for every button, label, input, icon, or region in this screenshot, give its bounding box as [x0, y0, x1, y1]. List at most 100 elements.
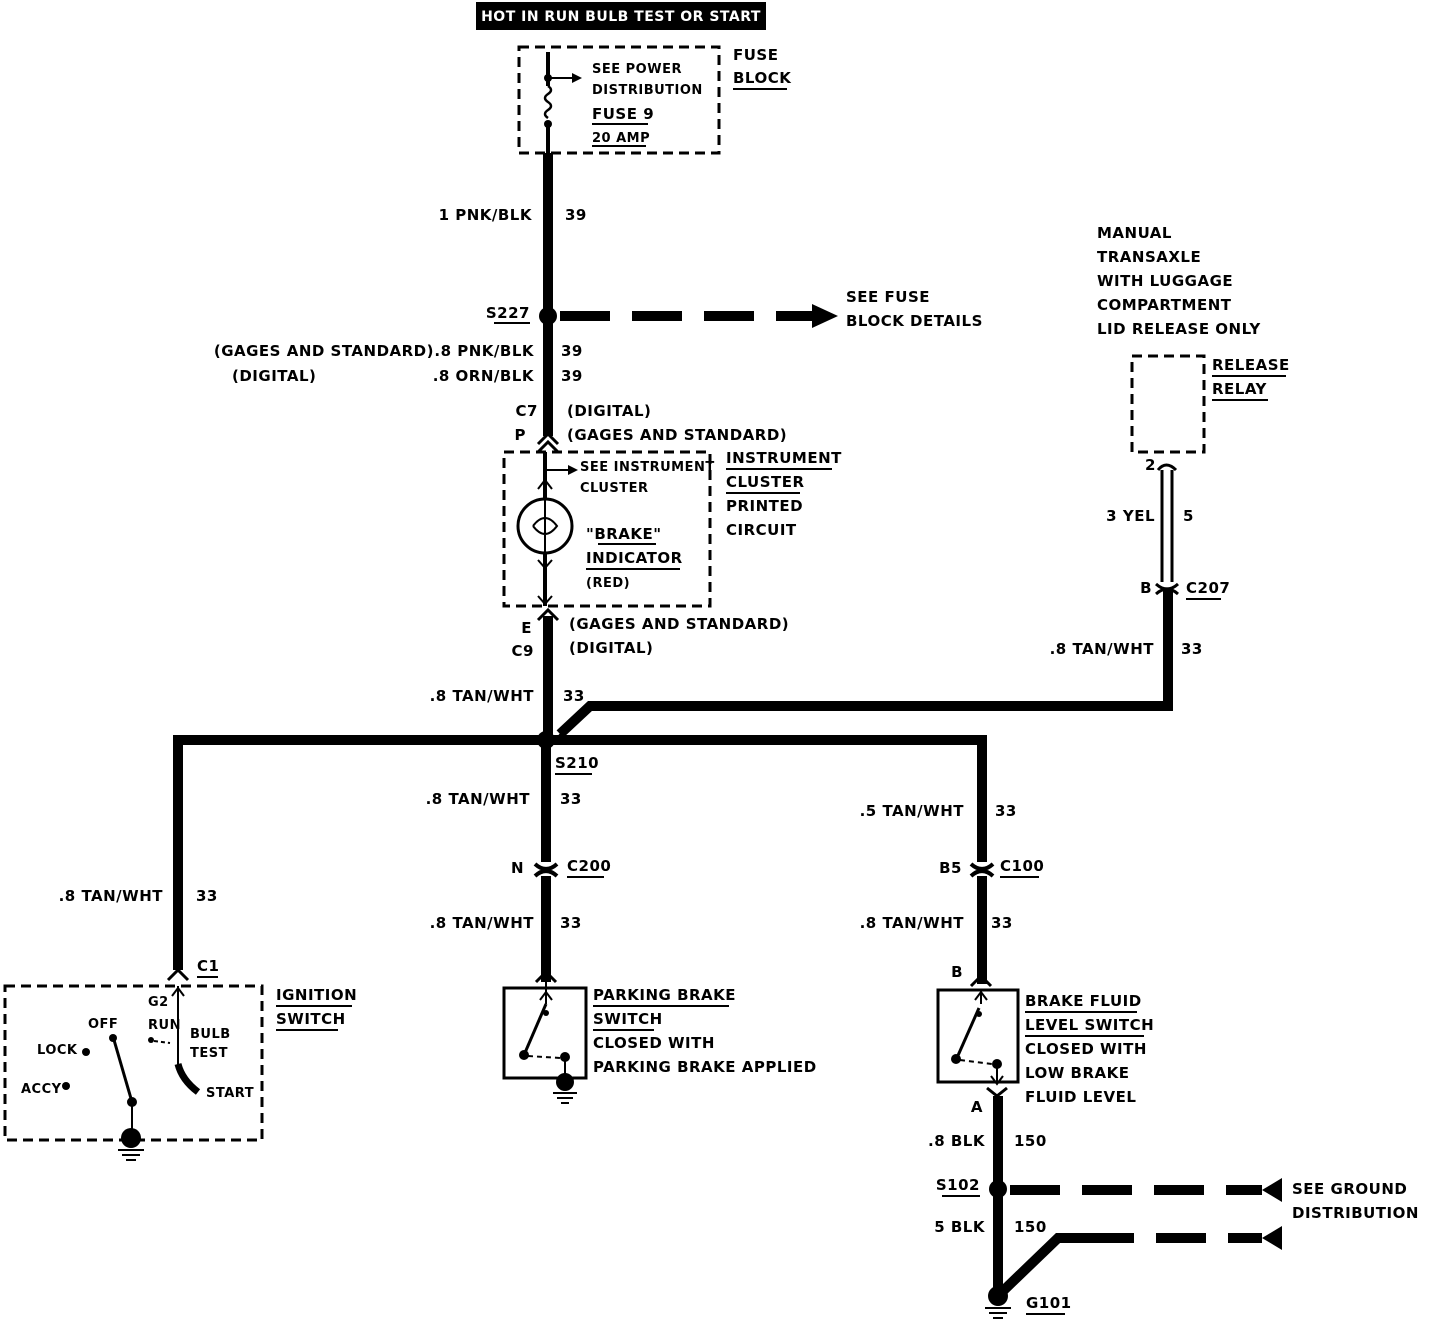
release-relay: MANUAL TRANSAXLE WITH LUGGAGE COMPARTMEN…	[1050, 224, 1290, 658]
wire-w5-circuit: 33	[196, 887, 218, 905]
ign-pos-start: START	[206, 1086, 254, 1101]
connector-c7: C7	[516, 402, 538, 420]
instrument-cluster: SEE INSTRUMENT CLUSTER "BRAKE" INDICATOR…	[502, 449, 842, 608]
switch-contact-icon	[522, 1003, 548, 1056]
fuse-block-name-1: FUSE	[733, 46, 778, 64]
parking-brake-switch: PARKING BRAKE SWITCH CLOSED WITH PARKING…	[502, 969, 817, 1104]
wire-w6-circuit: 33	[560, 790, 582, 808]
fuse-icon	[543, 84, 553, 120]
fuse-block: SEE POWER DISTRIBUTION FUSE 9 20 AMP FUS…	[517, 45, 792, 155]
header-banner: HOT IN RUN BULB TEST OR START	[476, 2, 766, 30]
connector-c200: C200	[567, 857, 611, 875]
connector-c200-pin: N	[511, 859, 524, 877]
parking-name-2: SWITCH	[593, 1010, 663, 1028]
ign-pos-run: RUN	[148, 1018, 181, 1033]
cluster-name-3: PRINTED	[726, 497, 803, 515]
cluster-ref-line2: CLUSTER	[580, 481, 649, 496]
splice-s210-label: S210	[555, 754, 599, 772]
wire-w1-circuit: 39	[565, 206, 587, 224]
connector-p-note: (GAGES AND STANDARD)	[567, 426, 787, 444]
relay-note-5: LID RELEASE ONLY	[1097, 320, 1261, 338]
wire-brake-fluid-branch	[546, 735, 987, 862]
ign-pos-accy: ACCY	[21, 1082, 62, 1097]
connector-c9: C9	[512, 642, 534, 660]
ground-dist-line1: SEE GROUND	[1292, 1180, 1407, 1198]
relay-note-1: MANUAL	[1097, 224, 1172, 242]
wire-w13-circuit: 150	[1014, 1218, 1047, 1236]
fluid-desc-1: CLOSED WITH	[1025, 1040, 1147, 1058]
connector-fluid-a: A	[971, 1098, 983, 1116]
wire-w2-variant: (GAGES AND STANDARD)	[214, 342, 434, 360]
ignition-name-1: IGNITION	[276, 986, 357, 1004]
ign-pos-test: TEST	[190, 1046, 228, 1061]
wire-ignition-branch	[173, 735, 546, 970]
connector-c7-icon	[536, 431, 560, 446]
connector-c100-pin: B5	[939, 859, 962, 877]
header-title: HOT IN RUN BULB TEST OR START	[481, 9, 761, 25]
ground-g101-label: G101	[1026, 1294, 1072, 1312]
fluid-name-1: BRAKE FLUID	[1025, 992, 1142, 1010]
indicator-line1: "BRAKE"	[586, 525, 662, 543]
wire-relay-branch	[556, 590, 1173, 738]
connector-c9-note: (DIGITAL)	[569, 639, 653, 657]
connector-e-note: (GAGES AND STANDARD)	[569, 615, 789, 633]
fluid-desc-2: LOW BRAKE	[1025, 1064, 1130, 1082]
connector-c1-pin: G2	[148, 995, 169, 1010]
arrow-left-icon	[1262, 1178, 1282, 1202]
ign-pos-off: OFF	[88, 1017, 118, 1032]
relay-note-3: WITH LUGGAGE	[1097, 272, 1233, 290]
connector-c7-note: (DIGITAL)	[567, 402, 651, 420]
switch-contact-icon	[954, 1007, 981, 1061]
arrow-right-icon	[812, 304, 838, 328]
wire-w4-circuit: 33	[563, 687, 585, 705]
fuse-label: FUSE 9	[592, 105, 654, 123]
fuse-ref-line2: DISTRIBUTION	[592, 83, 703, 98]
connector-c1: C1	[197, 957, 219, 975]
wire-w8-label: .5 TAN/WHT	[860, 802, 965, 820]
wire-w3-variant: (DIGITAL)	[232, 367, 316, 385]
wire-w9-label: .8 TAN/WHT	[860, 914, 965, 932]
relay-name-1: RELEASE	[1212, 356, 1290, 374]
wire-w12-circuit: 150	[1014, 1132, 1047, 1150]
ground-icon	[556, 1073, 574, 1091]
cluster-ref-line1: SEE INSTRUMENT	[580, 460, 715, 475]
indicator-color: (RED)	[586, 576, 630, 591]
splice-s102-label: S102	[936, 1176, 980, 1194]
wire-w2-label: .8 PNK/BLK	[434, 342, 534, 360]
indicator-line2: INDICATOR	[586, 549, 683, 567]
fluid-desc-3: FLUID LEVEL	[1025, 1088, 1136, 1106]
wire-w2-circuit: 39	[561, 342, 583, 360]
relay-pin: 2	[1145, 456, 1156, 474]
parking-desc-1: CLOSED WITH	[593, 1034, 715, 1052]
connector-p: P	[515, 426, 527, 444]
parking-desc-2: PARKING BRAKE APPLIED	[593, 1058, 817, 1076]
ign-pos-lock: LOCK	[37, 1043, 78, 1058]
ground-dist-line2: DISTRIBUTION	[1292, 1204, 1419, 1222]
arrow-icon	[572, 73, 582, 83]
wire-w3-label: .8 ORN/BLK	[433, 367, 535, 385]
splice-s102	[989, 1180, 1007, 1198]
ignition-name-2: SWITCH	[276, 1010, 346, 1028]
fuse-details-line1: SEE FUSE	[846, 288, 930, 306]
connector-c200-icon	[533, 862, 559, 871]
brake-fluid-switch: B A BRAKE FLUID LEVEL SWITCH CLOSED WITH…	[936, 963, 1154, 1116]
fuse-ref-line1: SEE POWER	[592, 62, 682, 77]
wire-w13-label: 5 BLK	[934, 1218, 986, 1236]
ignition-contact-icon	[112, 1039, 134, 1103]
relay-name-2: RELAY	[1212, 380, 1268, 398]
fluid-name-2: LEVEL SWITCH	[1025, 1016, 1154, 1034]
connector-c100: C100	[1000, 857, 1044, 875]
wire-w8-circuit: 33	[995, 802, 1017, 820]
wire-w4-label: .8 TAN/WHT	[430, 687, 535, 705]
parking-name-1: PARKING BRAKE	[593, 986, 736, 1004]
relay-note-2: TRANSAXLE	[1097, 248, 1201, 266]
wire-w11-label: .8 TAN/WHT	[1050, 640, 1155, 658]
wire-w7-circuit: 33	[560, 914, 582, 932]
cluster-name-4: CIRCUIT	[726, 521, 797, 539]
wire-w3-circuit: 39	[561, 367, 583, 385]
relay-note-4: COMPARTMENT	[1097, 296, 1232, 314]
ground-icon	[121, 1128, 141, 1148]
ign-pos-bulb: BULB	[190, 1027, 231, 1042]
fuse-block-name-2: BLOCK	[733, 69, 792, 87]
connector-c207-pin: B	[1140, 579, 1152, 597]
